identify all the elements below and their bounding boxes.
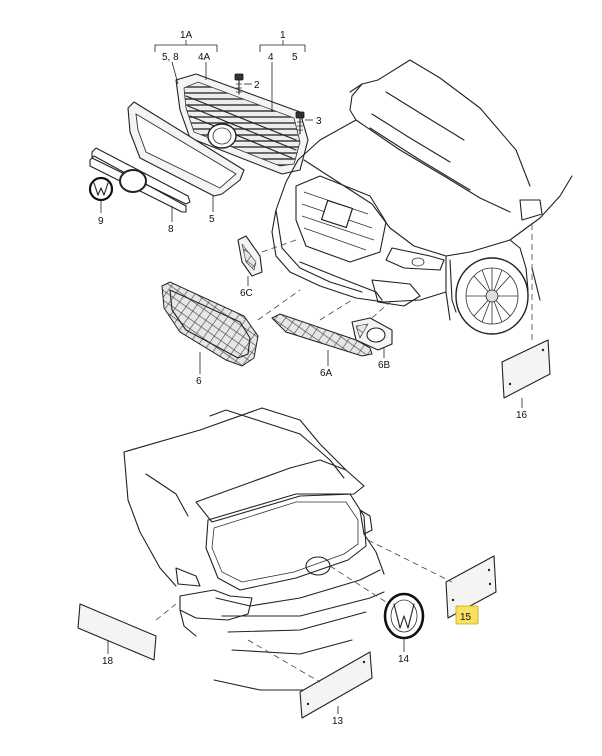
callout-14: 14 <box>398 654 410 665</box>
grille-frame <box>127 101 245 197</box>
rear-emblem <box>329 565 425 652</box>
callout-4a: 4A <box>198 52 211 63</box>
callout-4: 4 <box>268 52 274 63</box>
callout-3: 3 <box>316 116 322 127</box>
fog-light-grille <box>351 301 393 358</box>
callout-6b: 6B <box>378 360 391 371</box>
callout-6: 6 <box>196 376 202 387</box>
callout-13: 13 <box>332 716 344 727</box>
callout-16: 16 <box>516 410 528 421</box>
bracket-1 <box>259 40 306 52</box>
screw-2 <box>234 73 252 95</box>
screw-3 <box>295 111 313 135</box>
lower-grille-strip <box>271 299 373 366</box>
front-car-body <box>271 59 573 335</box>
radiator-grille <box>175 73 309 175</box>
callout-5: 5 <box>209 214 215 225</box>
callout-8: 8 <box>168 224 174 235</box>
callout-1a: 1A <box>180 30 193 41</box>
callout-6c: 6C <box>240 288 253 299</box>
callout-6a: 6A <box>320 368 333 379</box>
callout-58: 5, 8 <box>162 52 179 63</box>
callout-5-top: 5 <box>292 52 298 63</box>
bracket-1a <box>154 40 218 52</box>
callout-18: 18 <box>102 656 114 667</box>
trim-strip <box>89 147 191 213</box>
callout-15: 15 <box>460 612 472 623</box>
rear-bottom-plate <box>247 639 373 719</box>
leader-58 <box>171 61 179 85</box>
lower-grille <box>161 281 301 374</box>
bracket-6c <box>237 235 297 286</box>
callout-15-highlight: 15 <box>455 605 479 625</box>
callout-9: 9 <box>98 216 104 227</box>
callout-2: 2 <box>254 80 260 91</box>
rear-left-plate <box>77 603 177 661</box>
callout-1: 1 <box>280 30 286 41</box>
front-emblem <box>88 176 114 213</box>
rear-car-body <box>123 407 385 691</box>
front-license-plate <box>501 224 551 408</box>
